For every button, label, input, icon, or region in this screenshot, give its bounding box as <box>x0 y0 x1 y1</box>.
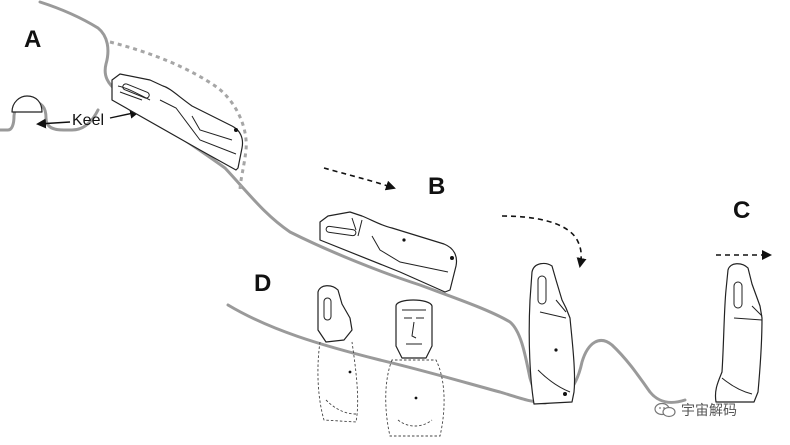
motion-arrow-drop <box>501 215 587 268</box>
moai-statue-d-profile <box>317 285 359 423</box>
stage-label-d: D <box>254 270 272 297</box>
wechat-icon <box>654 402 676 418</box>
keel-arrow <box>36 118 71 129</box>
stage-label-a: A <box>24 26 42 53</box>
motion-arrow-b <box>323 167 396 191</box>
keel-pointer-line <box>109 108 140 119</box>
moai-statue-walking <box>714 263 763 403</box>
quarry-slope-line <box>38 0 687 405</box>
watermark-text: 宇宙解码 <box>681 403 737 419</box>
moai-statue-d-front <box>385 299 445 437</box>
excavated-rock-outline <box>109 40 248 193</box>
keel-cross-section <box>0 100 100 132</box>
keel-bump <box>11 95 43 113</box>
stage-label-b: B <box>428 173 446 200</box>
stage-label-c: C <box>733 197 751 224</box>
moai-statue-a <box>111 73 244 171</box>
moai-statue-upright-pit <box>528 262 576 405</box>
platform-ground-line <box>226 303 547 405</box>
moai-statue-b <box>319 211 458 293</box>
watermark: 宇宙解码 <box>654 400 737 420</box>
keel-label: Keel <box>72 112 105 129</box>
